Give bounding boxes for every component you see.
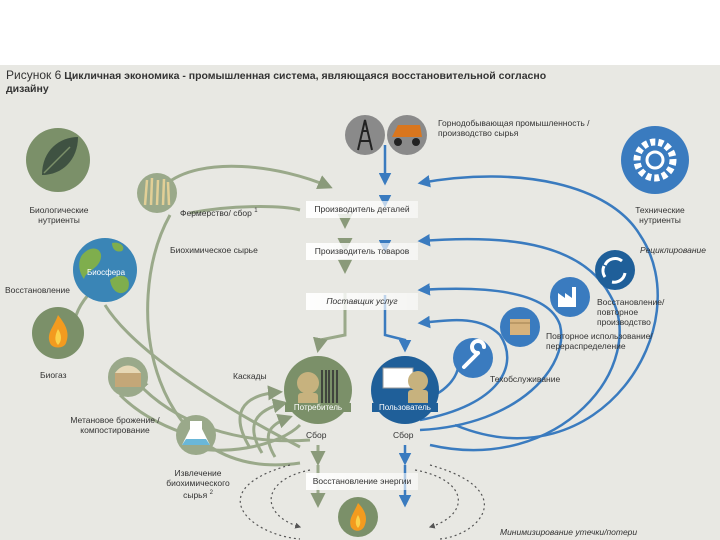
figure-number: Рисунок 6 — [6, 68, 61, 82]
farming-label: Фермерство/ сбор 1 — [180, 206, 258, 218]
wrench-icon — [453, 338, 493, 378]
box-icon — [500, 307, 540, 347]
user-icon — [371, 356, 439, 424]
circular-economy-figure: Рисунок 6 Цикличная экономика - промышле… — [0, 65, 720, 540]
mining-label: Горнодобывающая промышленность / произво… — [438, 118, 598, 138]
energy-recovery-stage: Восстановление энергии — [306, 473, 418, 490]
consumer-icon — [284, 356, 352, 424]
gear-icon — [621, 126, 689, 194]
compost-icon — [108, 357, 148, 397]
collection-right-label: Сбор — [393, 430, 413, 440]
leakage-label: Минимизирование утечки/потери — [500, 527, 637, 537]
recycling-icon — [595, 250, 635, 290]
mining-truck-icon — [387, 115, 427, 155]
biogas-label: Биогаз — [40, 370, 67, 380]
energy-recovery-flame-icon — [338, 497, 378, 537]
restoration-label: Восстановление — [5, 285, 70, 295]
service-provider-stage: Поставщик услуг — [306, 293, 418, 310]
figure-title: Рисунок 6 Цикличная экономика - промышле… — [6, 69, 566, 96]
consumer-label: Потребитель — [285, 403, 351, 412]
biological-nutrients-label: Биологические нутриенты — [14, 205, 104, 225]
collection-left-label: Сбор — [306, 430, 326, 440]
technical-nutrients-label: Технические нутриенты — [620, 205, 700, 225]
product-maker-stage: Производитель товаров — [306, 243, 418, 260]
biological-nutrients-icon — [26, 128, 90, 192]
extraction-label: Извлечение биохимического сырья 2 — [158, 468, 238, 500]
oil-rig-icon — [345, 115, 385, 155]
parts-maker-stage: Производитель деталей — [306, 201, 418, 218]
refurbish-label: Восстановление/ повторное производство — [597, 297, 687, 327]
biosphere-label: Биосфера — [85, 268, 127, 277]
figure-title-text: Цикличная экономика - промышленная систе… — [6, 70, 546, 95]
reuse-label: Повторное использование/ перераспределен… — [546, 331, 656, 351]
recycling-label: Рециклирование — [640, 245, 706, 255]
farming-icon — [137, 173, 177, 213]
maintenance-label: Техобслуживание — [490, 374, 560, 384]
biochemical-extraction-icon — [176, 415, 216, 455]
cascades-label: Каскады — [233, 371, 267, 381]
biogas-flame-icon — [32, 307, 84, 359]
factory-icon — [550, 277, 590, 317]
anaerobic-digestion-label: Метановое брожение / компостирование — [60, 415, 170, 435]
biochemical-feedstock-label: Биохимическое сырье — [170, 245, 258, 255]
user-label: Пользователь — [372, 403, 438, 412]
